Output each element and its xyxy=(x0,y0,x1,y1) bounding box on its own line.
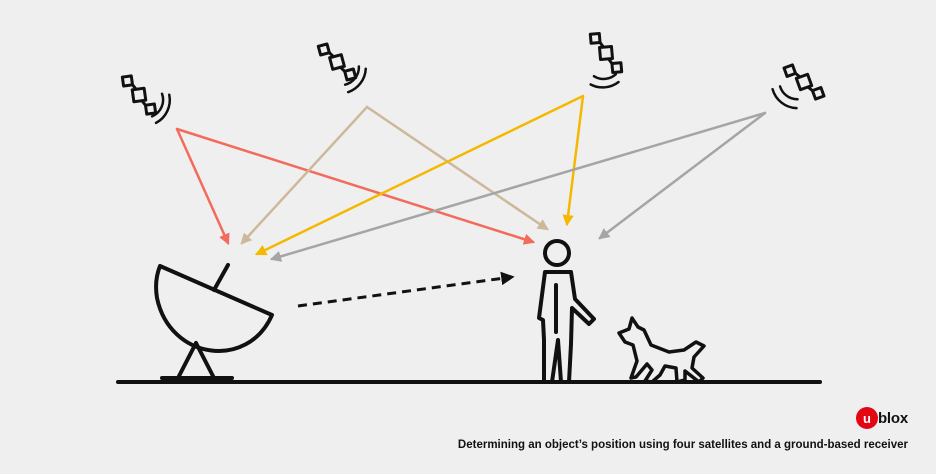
signal-sat4-to-dish xyxy=(269,111,767,262)
signal-sat2-to-person xyxy=(365,105,549,231)
ublox-wordmark: blox xyxy=(877,409,908,427)
ublox-logo-icon: u blox xyxy=(855,407,908,429)
ublox-logo-mark: u xyxy=(855,407,878,429)
satellite-icon xyxy=(771,56,826,110)
signal-sat3-to-person xyxy=(562,94,585,227)
figure-caption: Determining an object’s position using f… xyxy=(457,439,908,451)
satellite-icon xyxy=(120,71,172,125)
signal-sat1-to-dish xyxy=(175,127,230,246)
signal-sat3-to-dish xyxy=(254,94,585,256)
person-icon xyxy=(537,239,596,384)
receiver-link-arrow xyxy=(297,271,515,308)
satellite-dish-icon xyxy=(154,263,274,380)
satellite-icon xyxy=(316,37,367,94)
satellite-icon xyxy=(588,30,624,89)
signal-sat1-to-person xyxy=(175,127,536,245)
signal-sat2-to-dish xyxy=(240,105,369,245)
signal-sat4-to-person xyxy=(598,111,767,240)
signal-arrows xyxy=(175,94,767,262)
dog-icon xyxy=(617,316,706,384)
